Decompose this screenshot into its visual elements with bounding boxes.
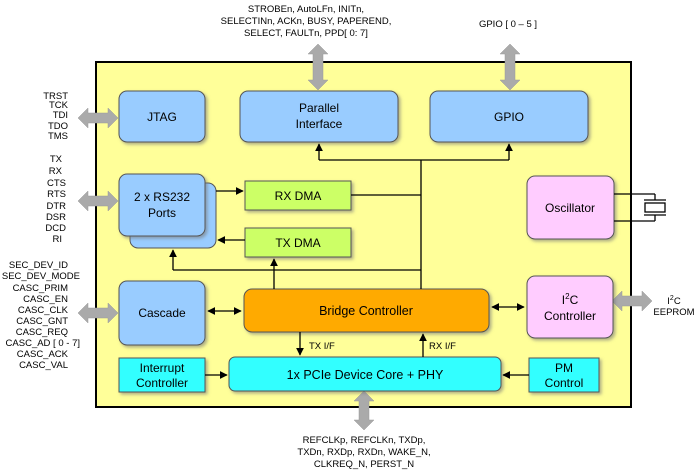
cascade-signal-list: SEC_DEV_ID SEC_DEV_MODE CASC_PRIM CASC_E…: [2, 260, 80, 371]
oscillator-label: Oscillator: [545, 201, 595, 215]
i2c-controller-label-line1: I2C: [562, 292, 579, 307]
svg-text:RX: RX: [49, 166, 63, 177]
gpio-label: GPIO: [494, 110, 524, 124]
tx-if-label: TX I/F: [309, 341, 335, 352]
svg-text:CASC_REQ: CASC_REQ: [16, 327, 68, 338]
tx-dma-block: [244, 227, 352, 258]
tx-dma-label: TX DMA: [275, 236, 320, 250]
gpio-io-arrow: [499, 43, 521, 91]
svg-text:CASC_EN: CASC_EN: [23, 294, 68, 305]
i2c-controller-block: [526, 275, 614, 339]
rs232-label-line2: Ports: [148, 206, 176, 220]
cascade-block: [118, 280, 206, 346]
parallel-signals-line1: STROBEn, AutoLFn, INITn,: [248, 4, 364, 15]
svg-text:CASC_AD [ 0 - 7]: CASC_AD [ 0 - 7]: [6, 338, 80, 349]
pcie-signals-line2: TXDn, RXDp, RXDn, WAKE_N,: [297, 447, 430, 458]
gpio-signals: GPIO [ 0 – 5 ]: [479, 19, 537, 30]
svg-text:RI: RI: [53, 234, 63, 245]
pcie-io-arrow: [353, 390, 375, 431]
pm-control-label-line1: PM: [555, 361, 573, 375]
bridge-controller-label: Bridge Controller: [319, 304, 413, 318]
svg-text:CASC_VAL: CASC_VAL: [19, 360, 68, 371]
svg-text:TX: TX: [50, 154, 63, 165]
pcie-signals-line1: REFCLKp, REFCLKn, TXDp,: [303, 435, 426, 446]
svg-text:CASC_ACK: CASC_ACK: [17, 349, 69, 360]
i2c-controller-label-line2: Controller: [544, 309, 596, 323]
jtag-signal-list: TRST TCK TDI TDO TMS: [43, 91, 68, 142]
svg-text:CTS: CTS: [47, 178, 66, 189]
svg-text:CASC_GNT: CASC_GNT: [16, 316, 68, 327]
svg-text:TRST: TRST: [43, 91, 68, 102]
parallel-interface-block: [239, 90, 399, 143]
rx-if-label: RX I/F: [429, 341, 456, 352]
rx-dma-label: RX DMA: [275, 189, 322, 203]
parallel-signals-line2: SELECTINn, ACKn, BUSY, PAPEREND,: [221, 16, 392, 27]
rs232-label-line1: 2 x RS232: [134, 190, 190, 204]
svg-text:SEC_DEV_ID: SEC_DEV_ID: [9, 260, 68, 271]
svg-text:DSR: DSR: [46, 212, 66, 223]
cascade-io-arrow: [77, 302, 119, 324]
jtag-block: [118, 90, 206, 143]
rs232-signal-list: TX RX CTS RTS DTR DSR DCD RI: [45, 154, 66, 245]
parallel-signals-line3: SELECT, FAULTn, PPD[ 0: 7]: [244, 28, 368, 39]
jtag-label: JTAG: [147, 110, 177, 124]
svg-text:CASC_PRIM: CASC_PRIM: [13, 283, 69, 294]
i2c-eeprom-label-line1: I2C: [667, 295, 681, 307]
parallel-label-line1: Parallel: [299, 101, 339, 115]
rx-dma-block: [244, 180, 352, 211]
svg-text:RTS: RTS: [47, 189, 66, 200]
svg-text:TDI: TDI: [53, 110, 68, 121]
rs232-io-arrow: [77, 190, 119, 212]
interrupt-controller-block: [118, 357, 206, 393]
svg-text:DCD: DCD: [45, 223, 66, 234]
pcie-signals-line3: CLKREQ_N, PERST_N: [314, 459, 414, 470]
svg-text:CASC_CLK: CASC_CLK: [18, 305, 69, 316]
svg-text:SEC_DEV_MODE: SEC_DEV_MODE: [2, 271, 80, 282]
i2c-io-arrow: [611, 290, 653, 312]
i2c-eeprom-label-line2: EEPROM: [653, 307, 694, 318]
interrupt-label-line2: Controller: [136, 376, 188, 390]
pcie-core-block: [228, 356, 502, 392]
svg-text:TDO: TDO: [48, 121, 68, 132]
gpio-block: [429, 90, 589, 143]
pcie-core-label: 1x PCIe Device Core + PHY: [287, 368, 444, 382]
svg-text:DTR: DTR: [46, 201, 66, 212]
bridge-controller-block: [243, 288, 490, 333]
crystal-icon: [614, 193, 666, 222]
parallel-io-arrow: [307, 43, 329, 91]
oscillator-block: [526, 175, 615, 240]
parallel-label-line2: Interface: [296, 117, 343, 131]
interrupt-label-line1: Interrupt: [140, 361, 185, 375]
pm-control-block: [528, 357, 600, 393]
svg-text:TCK: TCK: [49, 100, 69, 111]
pm-control-label-line2: Control: [545, 376, 584, 390]
cascade-label: Cascade: [138, 306, 186, 320]
jtag-io-arrow: [77, 107, 119, 129]
svg-text:TMS: TMS: [48, 131, 68, 142]
rs232-block: [118, 173, 206, 237]
